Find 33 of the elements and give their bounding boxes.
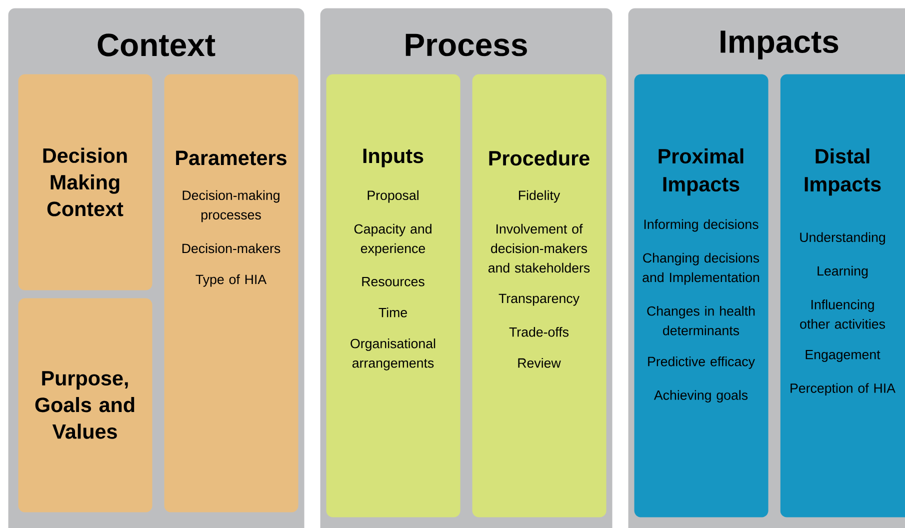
list-item: Engagement — [806, 350, 880, 362]
list-item: Informing decisions — [644, 219, 758, 232]
list-item: Type of HIA — [196, 274, 267, 287]
list-item: Involvement of decision-makers and stakeholders — [488, 224, 590, 273]
list-item: Organisational arrangements — [350, 338, 436, 370]
list-item: Trade-offs — [509, 326, 569, 337]
list-item: Predictive efficacy — [648, 356, 755, 369]
panel-title: Process — [406, 34, 527, 56]
list-item: Changes in health determinants — [647, 306, 755, 336]
box-heading: Decision Making Context — [43, 148, 127, 216]
box-heading: Purpose, Goals and Values — [35, 371, 134, 439]
list-item: Fidelity — [518, 190, 560, 203]
box-heading: Inputs — [363, 148, 424, 168]
list-item: Resources — [362, 276, 424, 286]
box-heading: Procedure — [489, 150, 590, 166]
list-item: Learning — [818, 266, 868, 278]
box-heading: Distal Impacts — [804, 148, 881, 196]
panel-title: Context — [98, 34, 216, 56]
list-item: Influencing other activities — [800, 300, 885, 329]
list-item: Understanding — [800, 232, 886, 245]
list-item: Achieving goals — [654, 390, 748, 402]
list-item: Transparency — [498, 294, 580, 306]
list-item: Proposal — [368, 190, 418, 203]
list-item: Decision-makers — [182, 243, 280, 254]
list-item: Changing decisions and Implementation — [642, 252, 760, 285]
box-heading: Proximal Impacts — [658, 148, 744, 196]
list-item: Perception of HIA — [790, 383, 896, 396]
box-heading: Parameters — [176, 150, 286, 166]
panel-title: Impacts — [720, 30, 838, 60]
list-item: Capacity and experience — [354, 224, 432, 256]
list-item: Time — [378, 308, 407, 318]
list-item: Decision-making processes — [182, 190, 280, 222]
list-item: Review — [518, 358, 561, 368]
